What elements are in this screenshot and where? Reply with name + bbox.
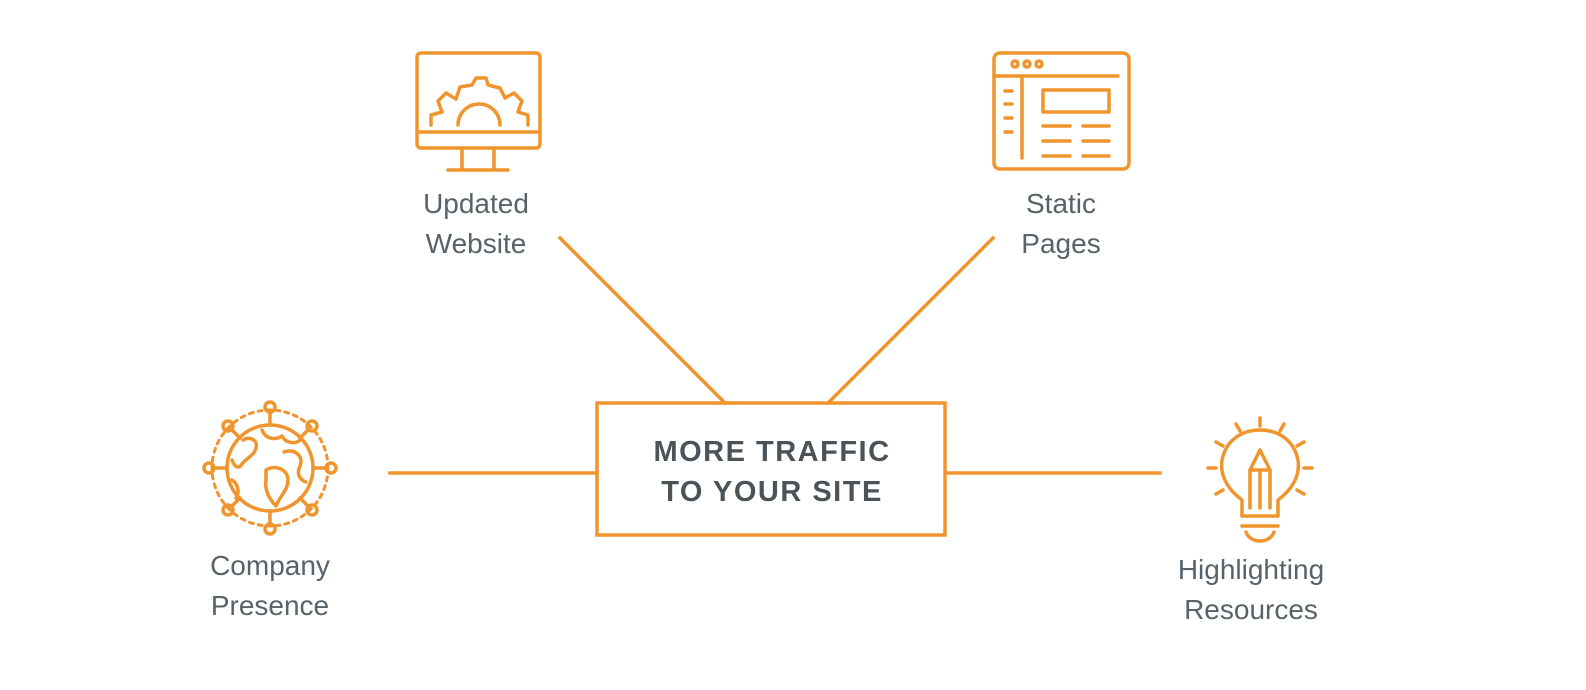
center-box [595, 401, 947, 537]
highlighting-resources-line2: Resources [1184, 594, 1318, 625]
updated-website-line1: Updated [423, 188, 529, 219]
globe-network-icon [202, 400, 338, 536]
updated-website-label: Updated Website [376, 184, 576, 264]
center-title-line1: MORE TRAFFIC [653, 436, 891, 468]
highlighting-resources-label: Highlighting Resources [1141, 550, 1361, 630]
company-presence-label: Company Presence [170, 546, 370, 626]
connector-static-pages [825, 235, 996, 406]
monitor-gear-icon [415, 51, 542, 172]
connector-updated-website [557, 235, 728, 406]
lightbulb-pencil-icon [1206, 416, 1314, 543]
company-presence-line2: Presence [210, 590, 330, 621]
center-title-line2: TO YOUR SITE [661, 476, 883, 508]
static-pages-line2: Pages [1021, 228, 1101, 259]
updated-website-line2: Website [425, 228, 527, 259]
static-pages-line1: Static [1025, 188, 1097, 219]
center-title: MORE TRAFFIC TO YOUR SITE [598, 432, 946, 512]
company-presence-line1: Company [210, 550, 330, 581]
static-pages-label: Static Pages [961, 184, 1161, 264]
browser-window-icon [992, 51, 1131, 171]
highlighting-resources-line1: Highlighting [1177, 554, 1325, 585]
